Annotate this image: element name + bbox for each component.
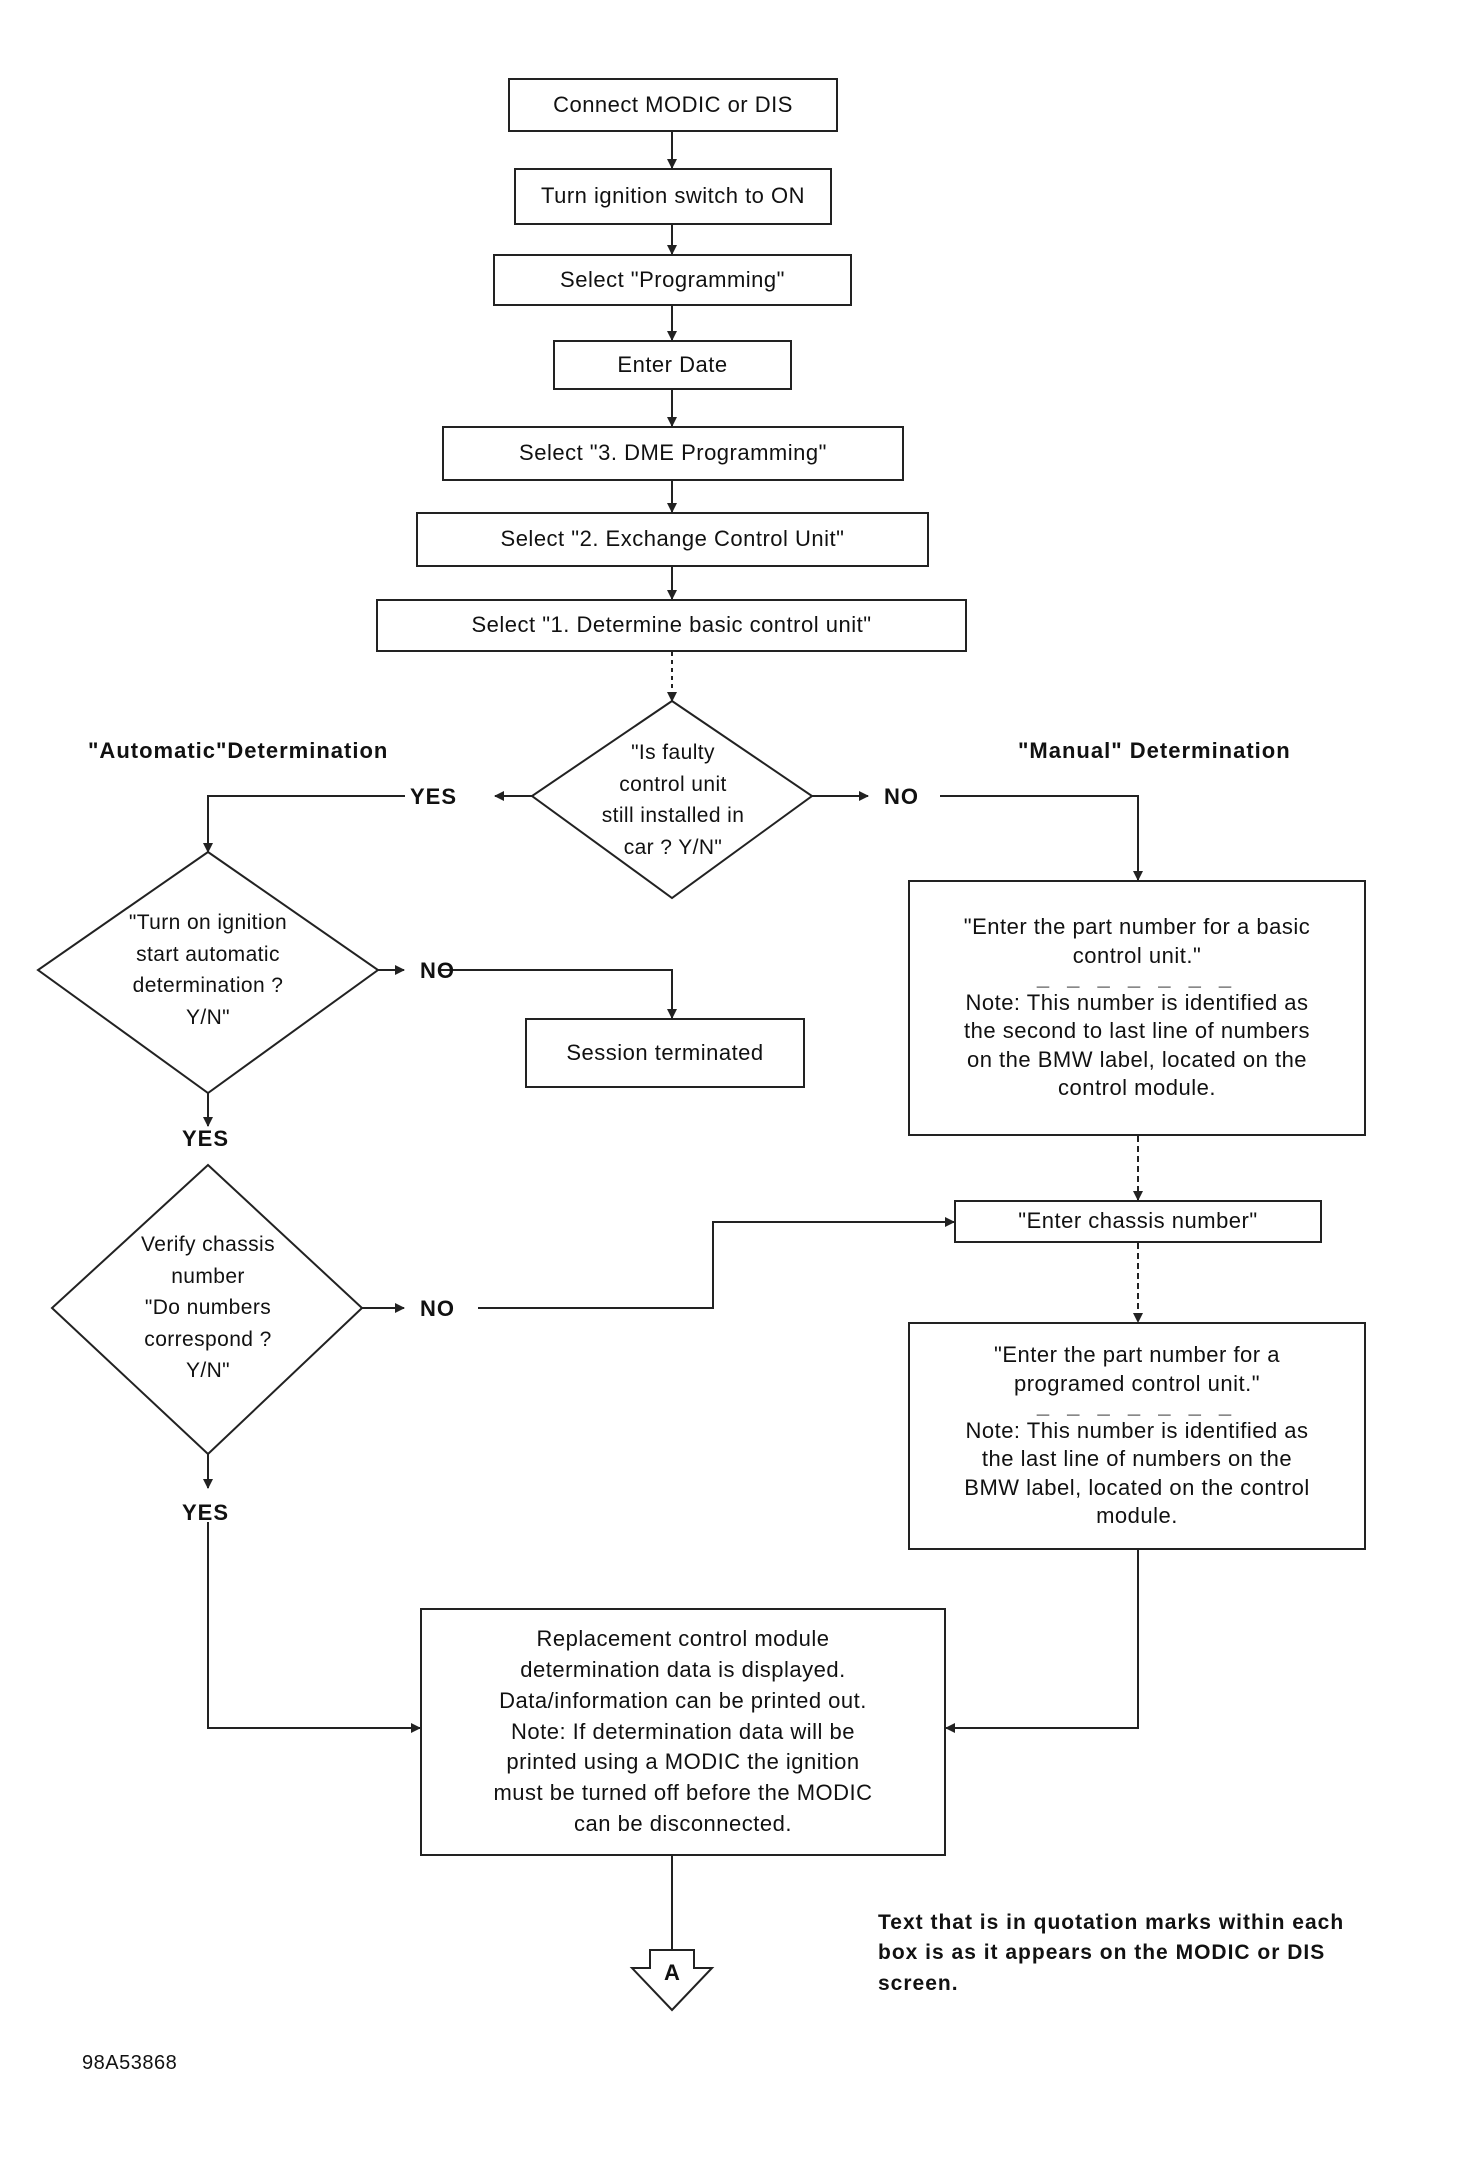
select-determine-box: Select "1. Determine basic control unit" [376, 599, 967, 652]
auto-question: "Turn on ignition start automatic determ… [128, 911, 288, 1029]
ignition-on-box: Turn ignition switch to ON [514, 168, 832, 225]
quotation-footnote: Text that is in quotation marks within e… [878, 1911, 1345, 1995]
separator-dashes: _ _ _ _ _ _ _ [1036, 965, 1238, 991]
select-determine-text: Select "1. Determine basic control unit" [471, 612, 872, 638]
no-label-auto: NO [420, 958, 455, 983]
separator-dashes: _ _ _ _ _ _ _ [1036, 1393, 1238, 1419]
ignition-on-text: Turn ignition switch to ON [540, 183, 806, 209]
decision-diamond-auto [36, 850, 380, 1095]
yes-label-faulty: YES [410, 784, 458, 809]
chassis-question: Verify chassis number "Do numbers corres… [141, 1233, 275, 1383]
yes-label-auto: YES [182, 1126, 230, 1151]
connector-lines [203, 132, 1143, 1950]
select-programming-box: Select "Programming" [493, 254, 852, 306]
select-dme-box: Select "3. DME Programming" [442, 426, 904, 481]
enter-chassis-text: "Enter chassis number" [1018, 1208, 1258, 1234]
replacement-data-box: Replacement control module determination… [420, 1608, 946, 1856]
enter-date-box: Enter Date [553, 340, 792, 390]
enter-chassis-box: "Enter chassis number" [954, 1200, 1322, 1243]
programmed-part-number-box: "Enter the part number for a programed c… [908, 1322, 1366, 1550]
faulty-question: "Is faulty control unit still installed … [601, 741, 745, 859]
select-dme-text: Select "3. DME Programming" [519, 440, 827, 466]
select-programming-text: Select "Programming" [560, 266, 785, 292]
offpage-connector-arrow [629, 1949, 715, 2012]
decision-diamond-chassis [50, 1163, 364, 1456]
connector-a-label: A [664, 1960, 680, 1985]
select-exchange-box: Select "2. Exchange Control Unit" [416, 512, 929, 567]
automatic-heading: "Automatic"Determination [88, 738, 389, 763]
connect-modic-text: Connect MODIC or DIS [553, 91, 793, 117]
no-label-faulty: NO [884, 784, 919, 809]
manual-heading: "Manual" Determination [1018, 738, 1291, 763]
enter-date-text: Enter Date [617, 351, 728, 377]
figure-id: 98A53868 [82, 2052, 178, 2074]
yes-label-chassis: YES [182, 1500, 230, 1525]
decision-diamond-faulty [530, 699, 814, 900]
session-terminated-text: Session terminated [566, 1039, 764, 1065]
basic-part-number-box: "Enter the part number for a basic contr… [908, 880, 1366, 1136]
no-label-chassis: NO [420, 1296, 455, 1321]
select-exchange-text: Select "2. Exchange Control Unit" [500, 526, 845, 552]
session-terminated-box: Session terminated [525, 1018, 805, 1088]
connect-modic-box: Connect MODIC or DIS [508, 78, 838, 132]
